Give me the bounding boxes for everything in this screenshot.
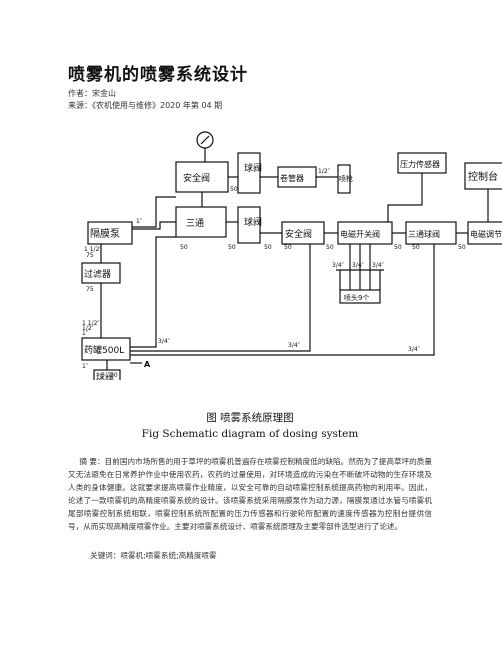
source-line: 来源：《农机使用与维修》2020 年第 04 期 [68,101,223,110]
label-ball-valve-mid: 球阀 [244,216,262,228]
label-ball-valve-bottom: 球阀 [96,371,114,380]
dim-label: 1/2″ [82,325,95,332]
schematic-figure: 安全阀 球阀 卷管器 喷枪 压力传感器 控制台 隔膜泵 三通 球阀 安全阀 电磁… [68,125,502,380]
dim-label: 3/4″ [288,342,301,349]
dim-label: 50 [394,244,402,251]
dim-label: 50 [326,244,334,251]
schematic-diagram: 安全阀 球阀 卷管器 喷枪 压力传感器 控制台 隔膜泵 三通 球阀 安全阀 电磁… [81,131,502,380]
dim-label: 1 1/2″ [82,320,100,327]
label-safety-valve-mid: 安全阀 [285,228,312,240]
abstract: 摘 要：目前国内市场所售的用于草坪的喷雾机普遍存在喷雾控制精度低的缺陷。然而为了… [68,457,432,531]
tank-box [81,337,131,361]
dim-label: 1″ [82,330,89,337]
dim-label: 1/2″ [318,168,331,175]
label-filter: 过滤器 [84,268,111,280]
ball-valve-top-box [237,152,261,194]
dim-label: 3/4″ [158,338,171,345]
label-three-way-ball-valve: 三通球阀 [408,229,440,239]
label-diaphragm-pump: 隔膜泵 [90,228,120,240]
page-title: 喷雾机的喷雾系统设计 [68,65,248,85]
label-spray-gun: 喷枪 [339,174,353,183]
dim-label: 1 1/2″ [84,246,102,253]
label-safety-valve-top: 安全阀 [183,172,210,184]
diaphragm-pump-box [87,221,133,245]
controller-box [464,162,502,190]
dim-label: 75 [86,286,94,293]
dim-label: 50 [284,244,292,251]
label-nozzles: 喷头9个 [344,293,369,302]
dim-label: 50 [264,244,272,251]
dim-label: 75 [86,252,94,259]
dim-label: 3/4″ [352,262,365,269]
label-controller: 控制台 [468,170,498,183]
label-three-way: 三通 [186,218,204,229]
figure-caption-en: Fig Schematic diagram of dosing system [141,428,359,440]
dim-label: 50 [458,244,466,251]
label-tank: 药罐500L [84,344,124,356]
dim-label: 50 [228,244,236,251]
label-solenoid-regulator: 电磁调节 [470,229,502,239]
label-ball-valve-top: 球阀 [244,162,262,174]
ball-valve-mid-box [237,206,261,244]
spray-gun-box [337,164,351,194]
dim-label: 50 [110,372,118,379]
dim-label: 50 [230,186,238,193]
author-line: 作者：宋金山 [68,89,116,98]
label-pressure-sensor: 压力传感器 [400,159,440,169]
dim-label: 1″ [136,218,143,225]
keywords: 关键词：喷雾机;喷雾系统;高精度喷雾 [90,551,217,560]
dim-label: 50 [412,244,420,251]
label-solenoid-switch-valve: 电磁开关阀 [340,229,380,239]
dim-label: 3/4″ [372,262,385,269]
dim-label: 1″ [82,363,89,370]
label-point-a: A [144,360,151,369]
label-hose-reel: 卷管器 [280,173,304,183]
dim-label: 3/4″ [332,262,345,269]
figure-caption-cn: 图 喷雾系统原理图 [206,412,294,424]
dim-label: 50 [180,244,188,251]
dim-label: 3/4″ [408,346,421,353]
